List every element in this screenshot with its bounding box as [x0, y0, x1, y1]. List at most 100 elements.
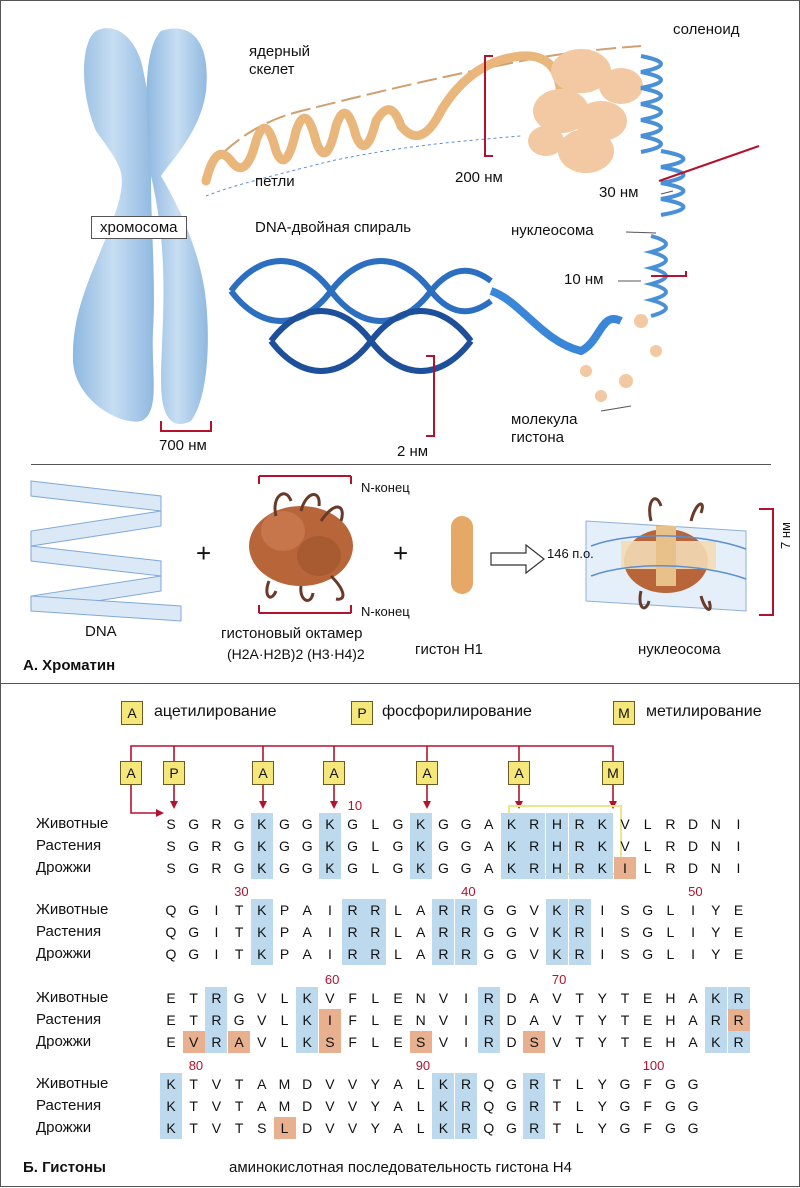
amino-acid: A: [688, 1034, 698, 1050]
histone-h1-shape: [451, 516, 473, 594]
dna-double-helix: [228, 258, 623, 374]
species-label: Дрожжи: [36, 1033, 92, 1050]
sequence-position-number: 30: [234, 884, 249, 899]
amino-acid: K: [318, 813, 341, 835]
amino-acid: V: [211, 1076, 222, 1092]
amino-acid: R: [523, 1095, 546, 1117]
amino-acid: F: [643, 1098, 652, 1114]
amino-acid: T: [620, 990, 630, 1006]
amino-acid: V: [257, 1012, 267, 1028]
amino-acid: I: [214, 902, 219, 918]
amino-acid: Y: [370, 1076, 380, 1092]
amino-acid: I: [691, 902, 696, 918]
amino-acid: G: [506, 924, 517, 940]
amino-acid: E: [166, 990, 176, 1006]
mod-tag: A: [120, 761, 142, 785]
amino-acid: R: [432, 921, 455, 943]
amino-acid: T: [234, 1076, 244, 1092]
amino-acid: L: [416, 1120, 425, 1136]
amino-acid: H: [665, 990, 676, 1006]
amino-acid: R: [665, 838, 676, 854]
amino-acid: L: [280, 990, 289, 1006]
arrow-icon: [490, 543, 545, 575]
amino-acid: K: [318, 857, 341, 879]
amino-acid: G: [279, 816, 290, 832]
nucleosome-model: [585, 497, 747, 612]
amino-acid: I: [691, 924, 696, 940]
amino-acid: N: [710, 860, 721, 876]
amino-acid: R: [205, 1031, 228, 1053]
amino-acid: R: [211, 860, 222, 876]
amino-acid: V: [552, 1034, 562, 1050]
amino-acid: E: [393, 1034, 403, 1050]
amino-acid: G: [301, 838, 313, 854]
species-label: Дрожжи: [36, 859, 92, 876]
amino-acid: D: [506, 990, 517, 1006]
amino-acid: L: [666, 924, 675, 940]
size-7nm-label: 7 нм: [778, 522, 793, 549]
amino-acid: K: [500, 813, 523, 835]
amino-acid: E: [166, 1034, 176, 1050]
amino-acid: Y: [711, 902, 721, 918]
section-b-title: Б. Гистоны: [23, 1159, 106, 1176]
mod-tag: A: [323, 761, 345, 785]
amino-acid: I: [600, 902, 605, 918]
amino-acid: K: [296, 1009, 319, 1031]
amino-acid: G: [233, 816, 245, 832]
amino-acid: P: [279, 924, 290, 940]
amino-acid: I: [464, 990, 469, 1006]
legend-methylation-label: метилирование: [646, 703, 762, 720]
amino-acid: V: [552, 1012, 562, 1028]
amino-acid: K: [500, 835, 523, 857]
amino-acid: H: [665, 1012, 676, 1028]
amino-acid: Y: [597, 1034, 607, 1050]
amino-acid: G: [279, 860, 290, 876]
amino-acid: A: [302, 902, 312, 918]
amino-acid: G: [347, 816, 359, 832]
amino-acid: N: [710, 838, 721, 854]
amino-acid: T: [620, 1012, 630, 1028]
amino-acid: A: [688, 990, 698, 1006]
amino-acid: G: [506, 946, 517, 962]
amino-acid: L: [575, 1098, 584, 1114]
species-label: Растения: [36, 923, 102, 940]
amino-acid: G: [483, 946, 495, 962]
amino-acid: T: [234, 924, 244, 940]
amino-acid: S: [166, 816, 176, 832]
amino-acid: R: [523, 857, 546, 879]
amino-acid: E: [733, 946, 744, 962]
amino-acid: Y: [370, 1120, 380, 1136]
amino-acid: K: [160, 1095, 182, 1117]
amino-acid: T: [189, 1120, 198, 1136]
amino-acid: G: [483, 902, 495, 918]
species-label: Растения: [36, 837, 102, 854]
amino-acid: T: [552, 1076, 562, 1092]
amino-acid: L: [643, 860, 652, 876]
amino-acid: S: [409, 1031, 432, 1053]
amino-acid: G: [188, 946, 200, 962]
amino-acid: L: [371, 838, 380, 854]
amino-acid: G: [437, 838, 449, 854]
amino-acid: F: [643, 1076, 652, 1092]
amino-acid: K: [409, 813, 432, 835]
amino-acid: V: [529, 946, 539, 962]
amino-acid: E: [643, 990, 653, 1006]
amino-acid: M: [278, 1076, 291, 1092]
amino-acid: V: [438, 1034, 449, 1050]
amino-acid: A: [484, 860, 494, 876]
amino-acid: K: [591, 857, 614, 879]
amino-acid: K: [160, 1073, 182, 1095]
amino-acid: K: [545, 921, 568, 943]
amino-acid: Q: [165, 946, 177, 962]
amino-acid: G: [506, 1120, 517, 1136]
amino-acid: T: [234, 946, 244, 962]
amino-acid: A: [257, 1076, 267, 1092]
legend-tag-methylation: M: [613, 701, 635, 725]
amino-acid: S: [257, 1120, 267, 1136]
amino-acid: H: [665, 1034, 676, 1050]
amino-acid: L: [394, 924, 402, 940]
sequence-position-number: 100: [642, 1058, 665, 1073]
amino-acid: T: [620, 1034, 630, 1050]
amino-acid: L: [371, 860, 380, 876]
